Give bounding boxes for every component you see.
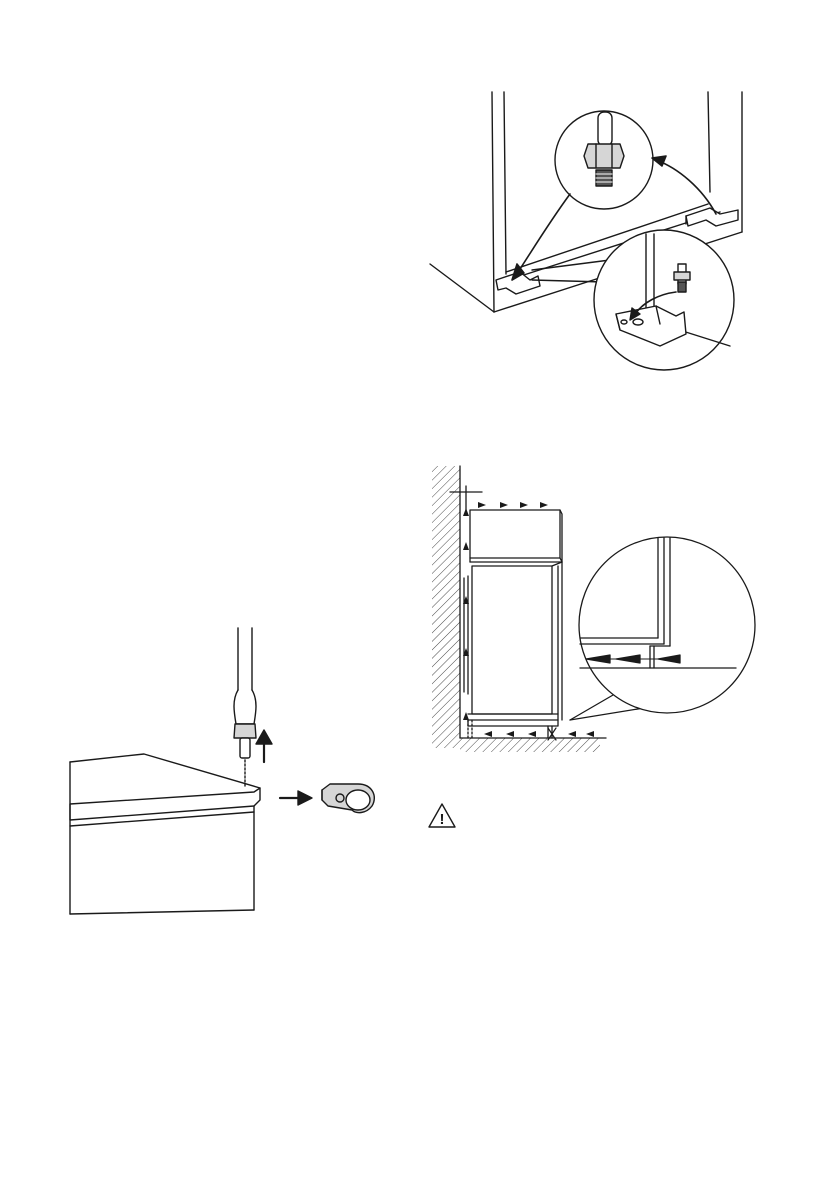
direction-arrow <box>280 791 312 805</box>
bracket-detail-zoom <box>532 230 734 370</box>
warning-triangle-icon: ! <box>427 802 457 829</box>
warning-glyph: ! <box>440 811 445 828</box>
screwdriver <box>234 628 256 786</box>
hinge-cover-part <box>322 784 374 813</box>
ventilation-clearance-figure <box>420 458 760 760</box>
lift-arrow <box>256 730 272 762</box>
upper-cabinet <box>470 510 562 562</box>
right-bracket <box>686 208 738 226</box>
screwdriver-cover-figure <box>60 620 390 920</box>
hinge-spacer-figure <box>420 84 750 374</box>
plinth-zoom <box>570 537 755 720</box>
airflow-arrows <box>463 502 594 737</box>
appliance-side <box>464 562 562 738</box>
door-outline <box>70 754 260 914</box>
